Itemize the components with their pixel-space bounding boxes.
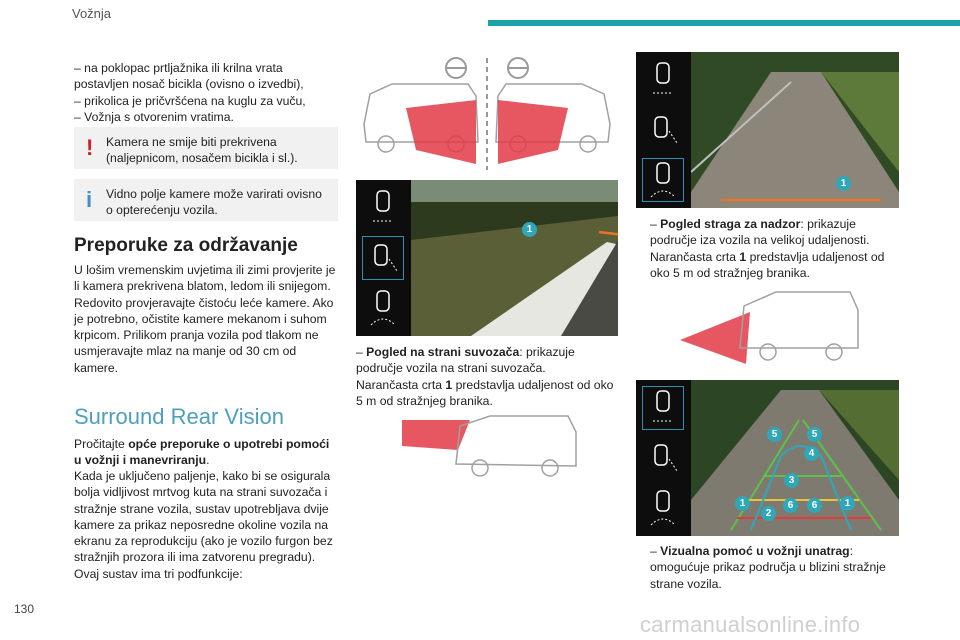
dash: –	[356, 345, 363, 359]
line-pre: Narančasta crta	[356, 377, 446, 392]
list-item: – Vožnja s otvorenim vratima.	[74, 109, 234, 124]
reverse-assist-description: – Vizualna pomoć u vožnji unatrag: omogu…	[650, 543, 900, 592]
condition-list: – na poklopac prtljažnika ili krilna vra…	[74, 60, 339, 125]
info-icon: i	[86, 187, 93, 212]
info-box: i Vidno polje kamere može varirati ovisn…	[74, 179, 338, 221]
rear-view-option[interactable]	[362, 186, 404, 230]
guide-marker-5a: 5	[767, 427, 782, 442]
srv-description: Kada je uključeno paljenje, kako bi se o…	[74, 469, 333, 581]
guide-marker-6a: 6	[783, 498, 798, 513]
page-number: 130	[14, 602, 35, 616]
rear-camera-screen: 1	[636, 52, 899, 208]
srv-intro: Pročitajte opće preporuke o upotrebi pom…	[74, 436, 339, 469]
view-selector	[356, 180, 411, 336]
guide-marker-1a: 1	[735, 496, 750, 511]
side-camera-image	[411, 180, 618, 336]
assist-text: : omogućuje prikaz područja u blizini st…	[650, 544, 886, 591]
distance-marker: 1	[522, 222, 537, 237]
warning-text: Kamera ne smije biti prekrivena (naljepn…	[106, 135, 298, 166]
maintenance-heading: Preporuke za održavanje	[74, 235, 298, 256]
view-selector	[636, 380, 691, 536]
rear-view-option[interactable]	[642, 386, 684, 430]
side-view-description: – Pogled na strani suvozača: prikazuje p…	[356, 344, 618, 409]
rear-view-text: : prikazuje područje iza vozila na velik…	[650, 217, 870, 248]
warning-icon: !	[86, 135, 94, 160]
view-selector	[636, 52, 691, 208]
srv-intro-pre: Pročitajte	[74, 437, 129, 451]
rear-view-label: Pogled straga za nadzor	[660, 217, 801, 231]
side-view-van-diagram	[402, 415, 577, 477]
dash: –	[650, 544, 657, 558]
info-text: Vidno polje kamere može varirati ovisno …	[106, 187, 322, 218]
maintenance-text: U lošim vremenskim uvjetima ili zimi pro…	[74, 263, 336, 375]
reverse-assist-screen: 5 5 4 3 1 2 6 6 1	[636, 380, 899, 536]
side-view-option[interactable]	[642, 436, 684, 480]
guide-marker-5b: 5	[807, 427, 822, 442]
srv-intro-link: opće preporuke o upotrebi pomoći u vožnj…	[74, 437, 330, 468]
list-item: – na poklopac prtljažnika ili krilna vra…	[74, 61, 304, 92]
guide-marker-6b: 6	[807, 498, 822, 513]
side-view-label: Pogled na strani suvozača	[366, 345, 520, 359]
reverse-assist-option[interactable]	[362, 286, 404, 330]
rear-view-option[interactable]	[642, 58, 684, 102]
steering-wheel-icon	[445, 57, 529, 79]
distance-marker: 1	[836, 176, 851, 191]
rear-view-description: – Pogled straga za nadzor: prikazuje pod…	[650, 216, 900, 281]
rear-view-van-diagram	[680, 291, 859, 364]
assist-label: Vizualna pomoć u vožnji unatrag	[660, 544, 850, 558]
guide-marker-1b: 1	[840, 496, 855, 511]
side-camera-screen: 1	[356, 180, 618, 336]
srv-intro-post: .	[206, 453, 210, 468]
side-view-option[interactable]	[642, 108, 684, 152]
line-post: predstavlja udaljenost od oko 5 m od str…	[356, 377, 614, 408]
side-view-text: : prikazuje područje vozila na strani su…	[356, 345, 575, 376]
camera-coverage-diagram	[363, 57, 611, 170]
list-item: – prikolica je pričvršćena na kuglu za v…	[74, 93, 306, 108]
reverse-assist-option[interactable]	[642, 158, 684, 202]
reverse-assist-image	[691, 380, 899, 536]
guide-marker-3: 3	[784, 473, 799, 488]
line-num: 1	[739, 249, 747, 264]
camera-zone-left	[406, 100, 476, 164]
warning-box: ! Kamera ne smije biti prekrivena (nalje…	[74, 127, 338, 169]
rear-camera-image	[691, 52, 899, 208]
line-post: predstavlja udaljenost od oko 5 m od str…	[650, 249, 885, 280]
reverse-assist-option[interactable]	[642, 486, 684, 530]
surround-rear-vision-heading: Surround Rear Vision	[74, 404, 284, 429]
header-accent-bar	[488, 20, 960, 26]
line-pre: Narančasta crta	[650, 249, 740, 264]
guide-marker-2: 2	[761, 506, 776, 521]
guide-marker-4: 4	[804, 446, 819, 461]
line-num: 1	[445, 377, 453, 392]
dash: –	[650, 217, 657, 231]
camera-zone-right	[498, 100, 568, 164]
watermark: carmanualsonline.info	[640, 612, 861, 637]
section-title: Vožnja	[72, 6, 112, 21]
side-view-option[interactable]	[362, 236, 404, 280]
